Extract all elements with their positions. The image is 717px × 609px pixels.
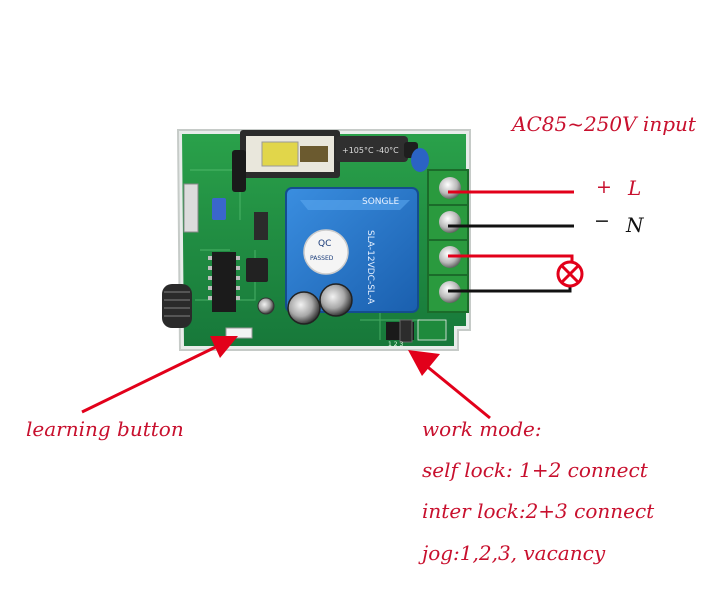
learning-arrow — [81, 336, 238, 414]
terminal-screw-2 — [439, 211, 461, 233]
input-title: AC85~250V input — [512, 112, 696, 136]
capacitor-top: +105°C -40°C — [336, 136, 418, 162]
antenna-coil — [162, 284, 192, 328]
learning-button-component — [225, 327, 253, 339]
learning-button-label: learning button — [26, 417, 184, 441]
blue-capacitor — [411, 148, 429, 172]
left-components — [183, 150, 268, 312]
svg-text:QC: QC — [318, 239, 331, 249]
plus-sign: + — [596, 176, 612, 198]
self-lock-text: self lock: 1+2 connect — [422, 458, 648, 482]
svg-text:SONGLE: SONGLE — [362, 197, 400, 207]
svg-text:1 2 3: 1 2 3 — [388, 341, 403, 348]
live-label: L — [628, 176, 642, 200]
svg-text:PASSED: PASSED — [310, 255, 334, 262]
minus-sign: − — [594, 210, 610, 232]
neutral-label: N — [626, 213, 644, 237]
svg-text:SLA-12VDC-SL-A: SLA-12VDC-SL-A — [365, 230, 375, 305]
work-mode-arrow — [408, 350, 491, 420]
jumper-header: 1 2 3 — [386, 319, 447, 348]
jog-text: jog:1,2,3, vacancy — [422, 541, 606, 565]
relay: QC PASSED SLA-12VDC-SL-A SONGLE — [285, 187, 419, 313]
terminal-screw-1 — [439, 177, 461, 199]
electrolytic-capacitors — [257, 283, 353, 325]
inter-lock-text: inter lock:2+3 connect — [422, 499, 655, 523]
transformer — [240, 130, 340, 178]
svg-text:+105°C -40°C: +105°C -40°C — [342, 146, 399, 155]
lamp-icon — [556, 260, 584, 288]
work-mode-title: work mode: — [422, 417, 542, 441]
